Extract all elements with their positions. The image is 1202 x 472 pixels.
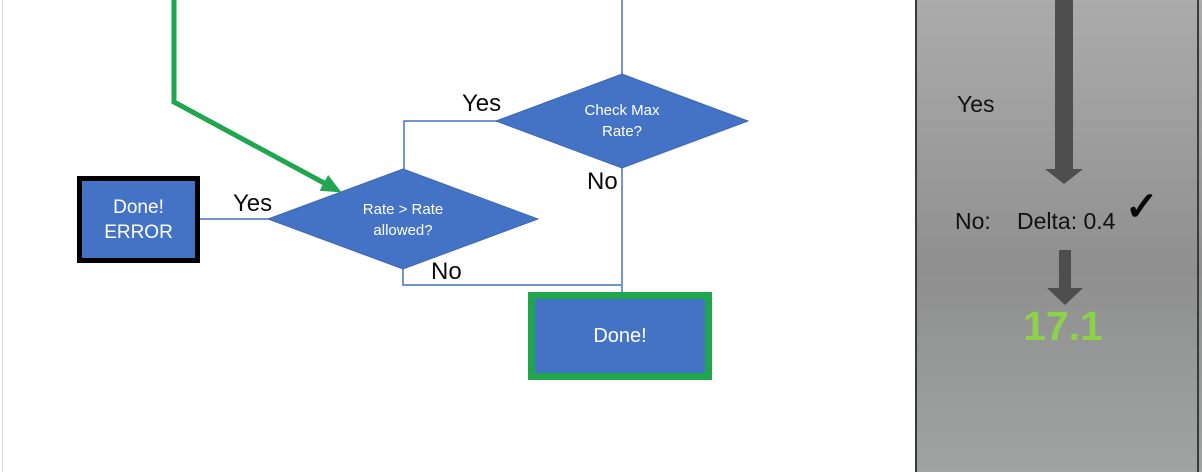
panel-yes-label: Yes: [957, 91, 995, 117]
done-box: Done!: [528, 292, 712, 380]
green-highlight-arrow: [171, 0, 342, 193]
side-panel: Yes No: Delta: 0.4 ✓ 17.1: [915, 0, 1202, 472]
panel-delta-value: Delta: 0.4: [1017, 208, 1116, 234]
branch-label-checkmax-no: No: [587, 168, 618, 195]
branch-label-rate-yes: Yes: [233, 190, 273, 217]
side-panel-right-border: [1197, 0, 1199, 472]
big-down-arrow-icon: [1045, 169, 1083, 184]
done-error-label: Done! ERROR: [104, 196, 173, 243]
result-value: 17.1: [1023, 303, 1103, 349]
check-icon: ✓: [1125, 185, 1159, 229]
branch-label-checkmax-yes: Yes: [462, 90, 502, 117]
small-down-arrow-icon: [1047, 288, 1083, 305]
branch-label-rate-no: No: [431, 258, 462, 285]
connector-checkmax-yes-branch: [403, 120, 497, 169]
connector-rate-no-branch: [402, 269, 621, 286]
decision-check-max-rate: [494, 73, 750, 169]
panel-no-label: No:: [955, 208, 991, 234]
decision-check-max-rate-label: Check Max Rate?: [584, 102, 660, 140]
decision-rate-allowed-label: Rate > Rate allowed?: [362, 201, 444, 239]
decision-rate-allowed: [266, 168, 540, 270]
small-down-arrow-shaft: [1059, 250, 1071, 288]
slide-left-edge: [2, 0, 3, 472]
big-down-arrow-shaft: [1055, 0, 1073, 169]
done-error-box: Done! ERROR: [77, 176, 200, 263]
done-label: Done!: [593, 324, 647, 347]
